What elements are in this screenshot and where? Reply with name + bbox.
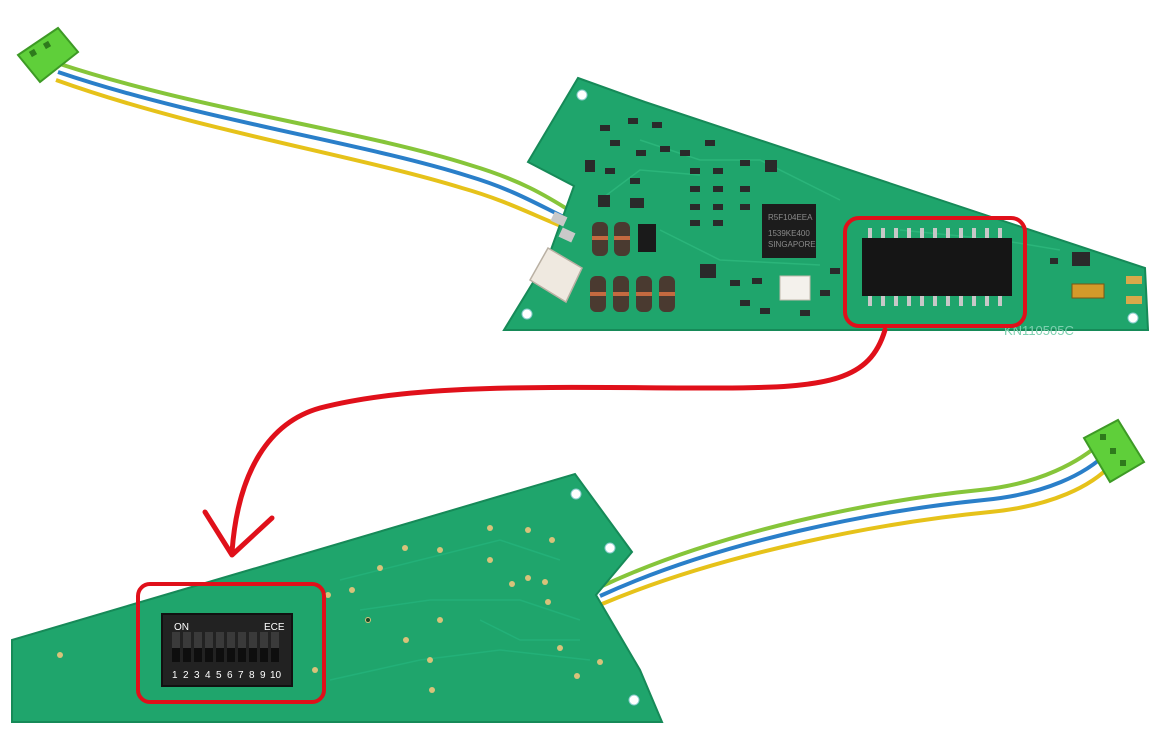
mcu-marking-line-3: SINGAPORE: [768, 240, 816, 249]
dip-number-6: 6: [227, 670, 233, 681]
annotation-arrowhead: [202, 509, 275, 558]
mount-hole: [576, 89, 588, 101]
pcb-silkscreen-code: KN110505C: [1004, 323, 1074, 338]
smd-components: [585, 118, 1090, 316]
dip-number-3: 3: [194, 670, 200, 681]
dip-number-7: 7: [238, 670, 244, 681]
microcontroller: R5F104EEA 1539KE400 SINGAPORE: [762, 204, 816, 258]
annotation-arrow: [229, 327, 888, 555]
mount-hole: [521, 308, 533, 320]
mount-hole: [366, 618, 370, 622]
tantalum-capacitor: [1071, 283, 1105, 299]
dip-number-9: 9: [260, 670, 266, 681]
dip-number-8: 8: [249, 670, 255, 681]
dip-number-5: 5: [216, 670, 222, 681]
white-led: [779, 275, 811, 301]
dip-number-4: 4: [205, 670, 211, 681]
dip-number-10: 10: [270, 670, 282, 681]
edge-pad: [1126, 296, 1142, 304]
mcu-marking-line-1: R5F104EEA: [768, 213, 813, 222]
mount-hole: [1127, 312, 1139, 324]
highlight-box-dip: [136, 582, 326, 704]
mount-hole: [628, 694, 640, 706]
top-connector: [16, 26, 80, 84]
bottom-pcb: [11, 472, 664, 723]
vias: [57, 525, 603, 693]
dip-brand-label: ECE: [264, 622, 285, 633]
highlight-box-ic: [843, 216, 1027, 328]
melf-diodes: [590, 222, 675, 312]
dip-switch: ON ECE 1 2 3 4 5 6 7 8 9 10: [161, 613, 293, 687]
dip-number-1: 1: [172, 670, 178, 681]
top-cable: [55, 62, 574, 230]
mcu-marking-line-2: 1539KE400: [768, 229, 810, 238]
mount-hole: [604, 542, 616, 554]
bottom-cable: [597, 438, 1114, 606]
mount-hole: [570, 488, 582, 500]
dip-number-2: 2: [183, 670, 189, 681]
bottom-connector: [1082, 418, 1146, 484]
bottom-decoder-board: ON ECE 1 2 3 4 5 6 7 8 9 10: [11, 418, 1146, 723]
edge-pad: [1126, 276, 1142, 284]
driver-ic: [862, 228, 1012, 306]
jst-connector: [528, 211, 583, 304]
dip-on-label: ON: [174, 622, 189, 633]
top-decoder-board: R5F104EEA 1539KE400 SINGAPORE KN11: [16, 26, 1150, 338]
